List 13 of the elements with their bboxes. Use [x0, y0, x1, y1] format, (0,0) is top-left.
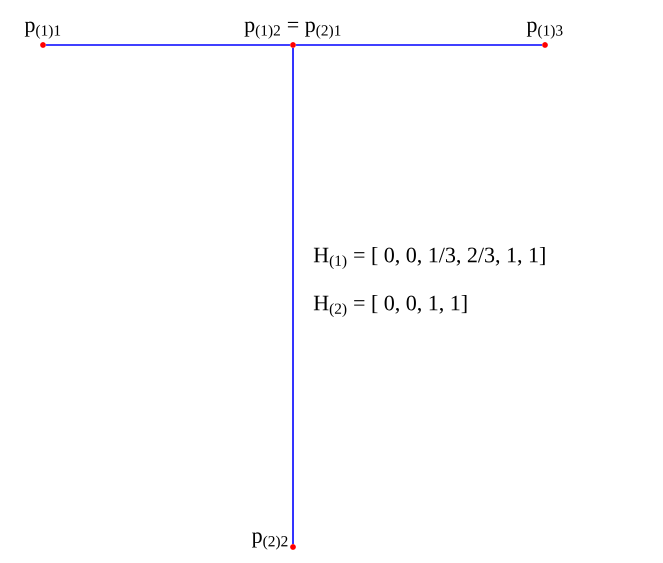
node-label: p$_{(1)2}$ = p$_{(2)1}$ — [244, 22, 340, 39]
line — [296, 44, 542, 46]
node-label: p$_{(2)2}$ — [252, 532, 288, 550]
formula-text: H$_{(1)}$ = [ 0, 0, 1/3, 2/3, 1, 1] — [314, 246, 545, 270]
line — [46, 44, 290, 46]
line — [292, 48, 294, 544]
point: p$_{(1)2}$ = p$_{(2)1}$ — [244, 22, 340, 48]
formula-text: H$_{(2)}$ = [ 0, 0, 1, 1] — [314, 294, 466, 318]
point: p$_{(1)3}$ — [526, 22, 562, 48]
node-label: p$_{(1)1}$ — [24, 22, 60, 39]
node-label: p$_{(1)3}$ — [526, 22, 562, 39]
point: p$_{(2)2}$ — [252, 532, 296, 550]
point: p$_{(1)1}$ — [24, 22, 60, 48]
